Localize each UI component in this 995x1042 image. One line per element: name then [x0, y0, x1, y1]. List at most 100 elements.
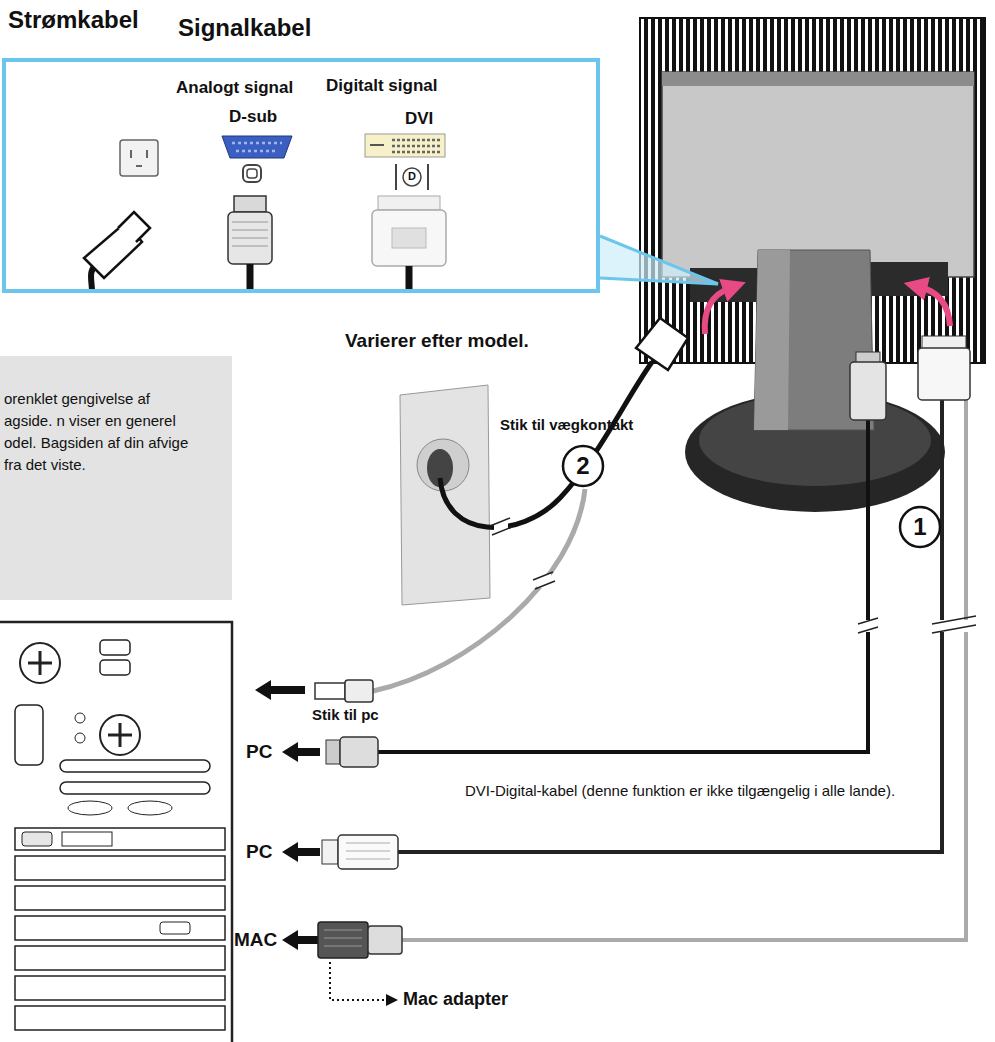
symbol-letter: D [408, 170, 416, 183]
pc-socket [100, 660, 130, 675]
direction-arrow [282, 742, 320, 762]
dvi-pins [392, 140, 440, 152]
plug-label: Stik til vægkontakt [500, 416, 633, 433]
analog-symbol [247, 169, 257, 178]
expansion-card [15, 1006, 225, 1030]
break-mark [932, 616, 976, 633]
pc-fan [20, 643, 60, 683]
dsub-plug [368, 926, 402, 954]
adapter-grille [324, 930, 362, 946]
expansion-card [15, 916, 225, 940]
direction-arrow [255, 680, 305, 700]
pc-slot [60, 760, 210, 772]
variant-note: Varierer efter model. [345, 330, 529, 352]
pc-power-plug [345, 680, 373, 702]
signal-cable [247, 264, 254, 292]
connector-panel: StrømkabelSignalkabelAnalogt signalDigit… [2, 58, 600, 293]
pc-fan [100, 715, 140, 755]
zoom-callout [600, 236, 718, 284]
break-mark [533, 572, 555, 589]
callout-number: 2 [561, 444, 605, 488]
pc-fan-grille [28, 651, 52, 675]
expansion-card [15, 828, 225, 850]
port-recess [690, 268, 760, 302]
pc-fan-grille [108, 723, 132, 747]
dsub-plug-head [326, 740, 340, 764]
analog-symbol [243, 165, 261, 182]
port-label: PC [246, 841, 272, 863]
heading-text: Strømkabel [8, 6, 139, 34]
insert-arrow [705, 288, 730, 334]
dvi-plug-head [378, 196, 440, 210]
signal-cable [406, 266, 413, 292]
power-socket-icon [120, 140, 158, 176]
dvi-plug [338, 835, 398, 869]
callout-number: 1 [898, 505, 942, 549]
dvi-port-icon [365, 134, 445, 157]
card-port [62, 832, 112, 846]
monitor-power-plug [636, 318, 688, 370]
panel-edge [662, 72, 974, 86]
connector-name: DVI [405, 109, 433, 129]
dsub-pins [232, 143, 282, 151]
signal-cable [398, 400, 942, 852]
pc-port [75, 713, 85, 723]
pc-power-plug [315, 683, 345, 699]
port-label: PC [246, 741, 272, 763]
heading-text: Signalkabel [178, 14, 311, 42]
expansion-card [15, 946, 225, 970]
dsub-port-icon [222, 136, 292, 158]
zoom-line [600, 278, 718, 284]
mac-adapter [318, 922, 368, 958]
power-plug-head [118, 212, 150, 242]
dvi-plug [372, 210, 446, 266]
note-text: orenklet gengivelse af agside. n viser e… [4, 388, 199, 476]
cable-label: DVI-Digital-kabel (denne funktion er ikk… [430, 782, 930, 799]
adapter-label: Mac adapter [403, 989, 508, 1010]
break-mark [490, 518, 512, 535]
pc-slot [68, 801, 112, 815]
break-mark [858, 618, 878, 633]
plug-label: Stik til pc [312, 706, 379, 723]
card-port [160, 922, 190, 934]
dsub-plug [340, 737, 378, 767]
plug-label-plate [392, 228, 426, 248]
digital-symbol [396, 164, 428, 190]
signal-cable [378, 420, 868, 752]
direction-arrow [282, 842, 320, 862]
pointer-line [330, 962, 388, 1000]
pc-port [15, 705, 43, 765]
callout-digit: 2 [561, 444, 605, 488]
neck-highlight [754, 250, 790, 430]
pointer-head [386, 994, 398, 1006]
monitor-panel [662, 72, 974, 277]
note-box: orenklet gengivelse af agside. n viser e… [0, 356, 232, 600]
callout-digit: 1 [898, 505, 942, 549]
signal-type: Digitalt signal [326, 76, 437, 96]
expansion-card [15, 856, 225, 880]
dvi-plug-head [322, 840, 338, 864]
card-port [22, 832, 52, 846]
plug-ridges [232, 222, 268, 246]
zoom-line [600, 236, 718, 284]
pc-tower [0, 622, 232, 1042]
port-label: MAC [234, 929, 277, 951]
signal-type: Analogt signal [176, 78, 293, 98]
connector-name: D-sub [229, 107, 277, 127]
pc-slot [60, 782, 210, 794]
pc-port [75, 733, 85, 743]
dsub-plug-head [234, 196, 266, 212]
dsub-plug [228, 212, 272, 264]
dsub-plug [850, 362, 886, 420]
pc-slot [128, 801, 172, 815]
power-socket-pins [131, 150, 147, 166]
expansion-card [15, 886, 225, 910]
pc-power-cable [373, 489, 585, 691]
direction-arrow [282, 930, 320, 950]
digital-symbol [403, 168, 421, 186]
expansion-card [15, 976, 225, 1000]
dvi-plug [918, 348, 970, 400]
mains-cable [440, 362, 652, 527]
plug-ridges [346, 843, 390, 859]
